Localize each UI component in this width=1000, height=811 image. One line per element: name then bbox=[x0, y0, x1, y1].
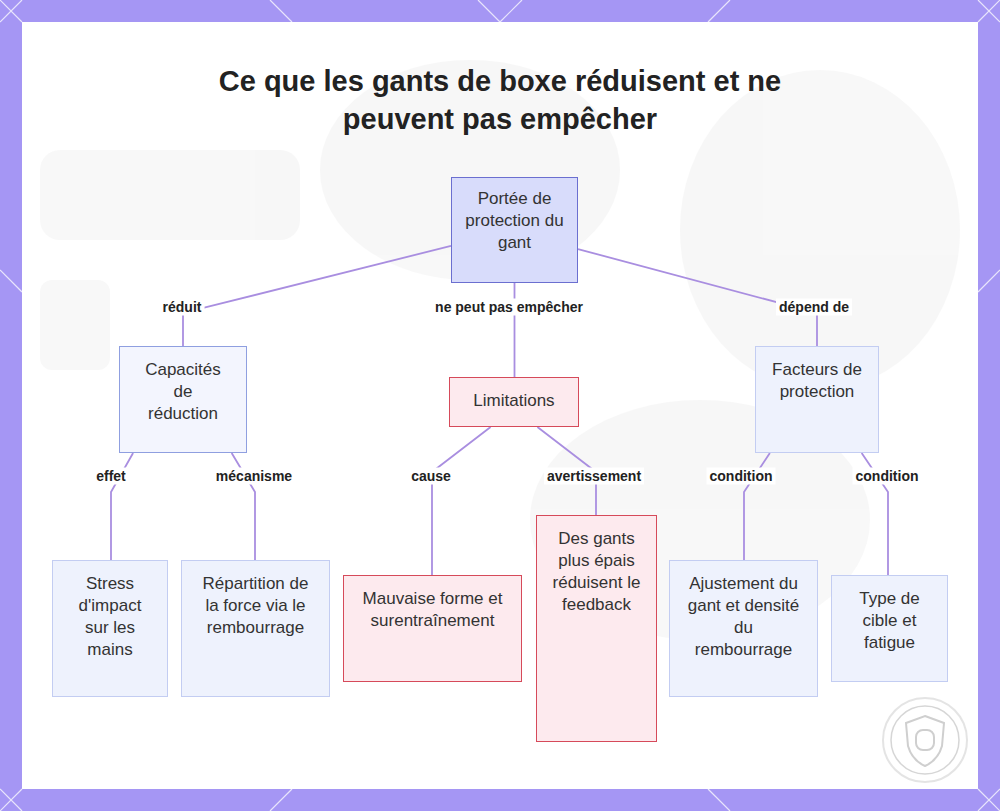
border-line bbox=[708, 0, 730, 22]
box-text: Limitations bbox=[459, 390, 569, 412]
concept-box: Mauvaise forme et surentraînement bbox=[343, 575, 522, 682]
logo-glove bbox=[916, 730, 934, 750]
box-text: Portée de protection du gant bbox=[465, 188, 565, 254]
faded-shape bbox=[40, 280, 110, 370]
border-line bbox=[270, 789, 292, 811]
edge-label: avertissement bbox=[544, 468, 644, 485]
logo-shield bbox=[906, 716, 944, 766]
border-line bbox=[978, 270, 1000, 292]
box-text: Mauvaise forme et surentraînement bbox=[358, 588, 508, 632]
edge-label: dépend de bbox=[776, 299, 852, 316]
box-text: Type de cible et fatigue bbox=[845, 588, 935, 654]
faded-photo bbox=[40, 60, 960, 640]
logo-ring bbox=[891, 706, 959, 774]
diagram-title: Ce que les gants de boxe réduisent et ne… bbox=[215, 62, 785, 138]
concept-box: Capacités de réduction bbox=[119, 346, 247, 453]
edge-label: condition bbox=[707, 468, 776, 485]
border-line bbox=[270, 0, 292, 22]
edge-label: mécanisme bbox=[213, 468, 295, 485]
faded-shape bbox=[40, 150, 300, 240]
concept-box: Répartition de la force via le rembourra… bbox=[181, 560, 330, 697]
border-line bbox=[0, 789, 22, 811]
border-line bbox=[0, 789, 22, 811]
border-line bbox=[708, 789, 730, 811]
faded-shape bbox=[680, 70, 960, 390]
concept-box: Type de cible et fatigue bbox=[831, 575, 948, 682]
edge-label: cause bbox=[408, 468, 454, 485]
border-line bbox=[978, 0, 1000, 22]
box-text: Facteurs de protection bbox=[772, 359, 862, 403]
border-line bbox=[978, 0, 1000, 22]
connector-line bbox=[183, 246, 451, 346]
logo-circle bbox=[883, 698, 967, 782]
concept-box: Des gants plus épais réduisent le feedba… bbox=[536, 515, 657, 742]
edge-label: réduit bbox=[160, 299, 205, 316]
edge-label: effet bbox=[93, 468, 129, 485]
concept-box: Limitations bbox=[449, 377, 579, 427]
border-line bbox=[978, 789, 1000, 811]
box-text: Répartition de la force via le rembourra… bbox=[201, 573, 311, 639]
connector-line bbox=[514, 283, 516, 377]
box-text: Capacités de réduction bbox=[138, 359, 228, 425]
border-line bbox=[0, 0, 22, 22]
border-line bbox=[978, 789, 1000, 811]
concept-box: Facteurs de protection bbox=[755, 346, 879, 453]
border-line bbox=[0, 270, 22, 292]
border-line bbox=[0, 0, 22, 22]
border-line bbox=[478, 0, 500, 22]
edge-label: ne peut pas empêcher bbox=[432, 299, 586, 316]
box-text: Stress d'impact sur les mains bbox=[65, 573, 155, 661]
edge-label: condition bbox=[853, 468, 922, 485]
box-text: Des gants plus épais réduisent le feedba… bbox=[552, 528, 642, 616]
concept-box: Portée de protection du gant bbox=[451, 177, 578, 283]
connector-line bbox=[432, 427, 491, 575]
logo bbox=[883, 698, 967, 782]
concept-box: Stress d'impact sur les mains bbox=[52, 560, 168, 697]
border-line bbox=[500, 0, 522, 22]
concept-box: Ajustement du gant et densité du rembour… bbox=[669, 560, 818, 697]
box-text: Ajustement du gant et densité du rembour… bbox=[684, 573, 804, 661]
